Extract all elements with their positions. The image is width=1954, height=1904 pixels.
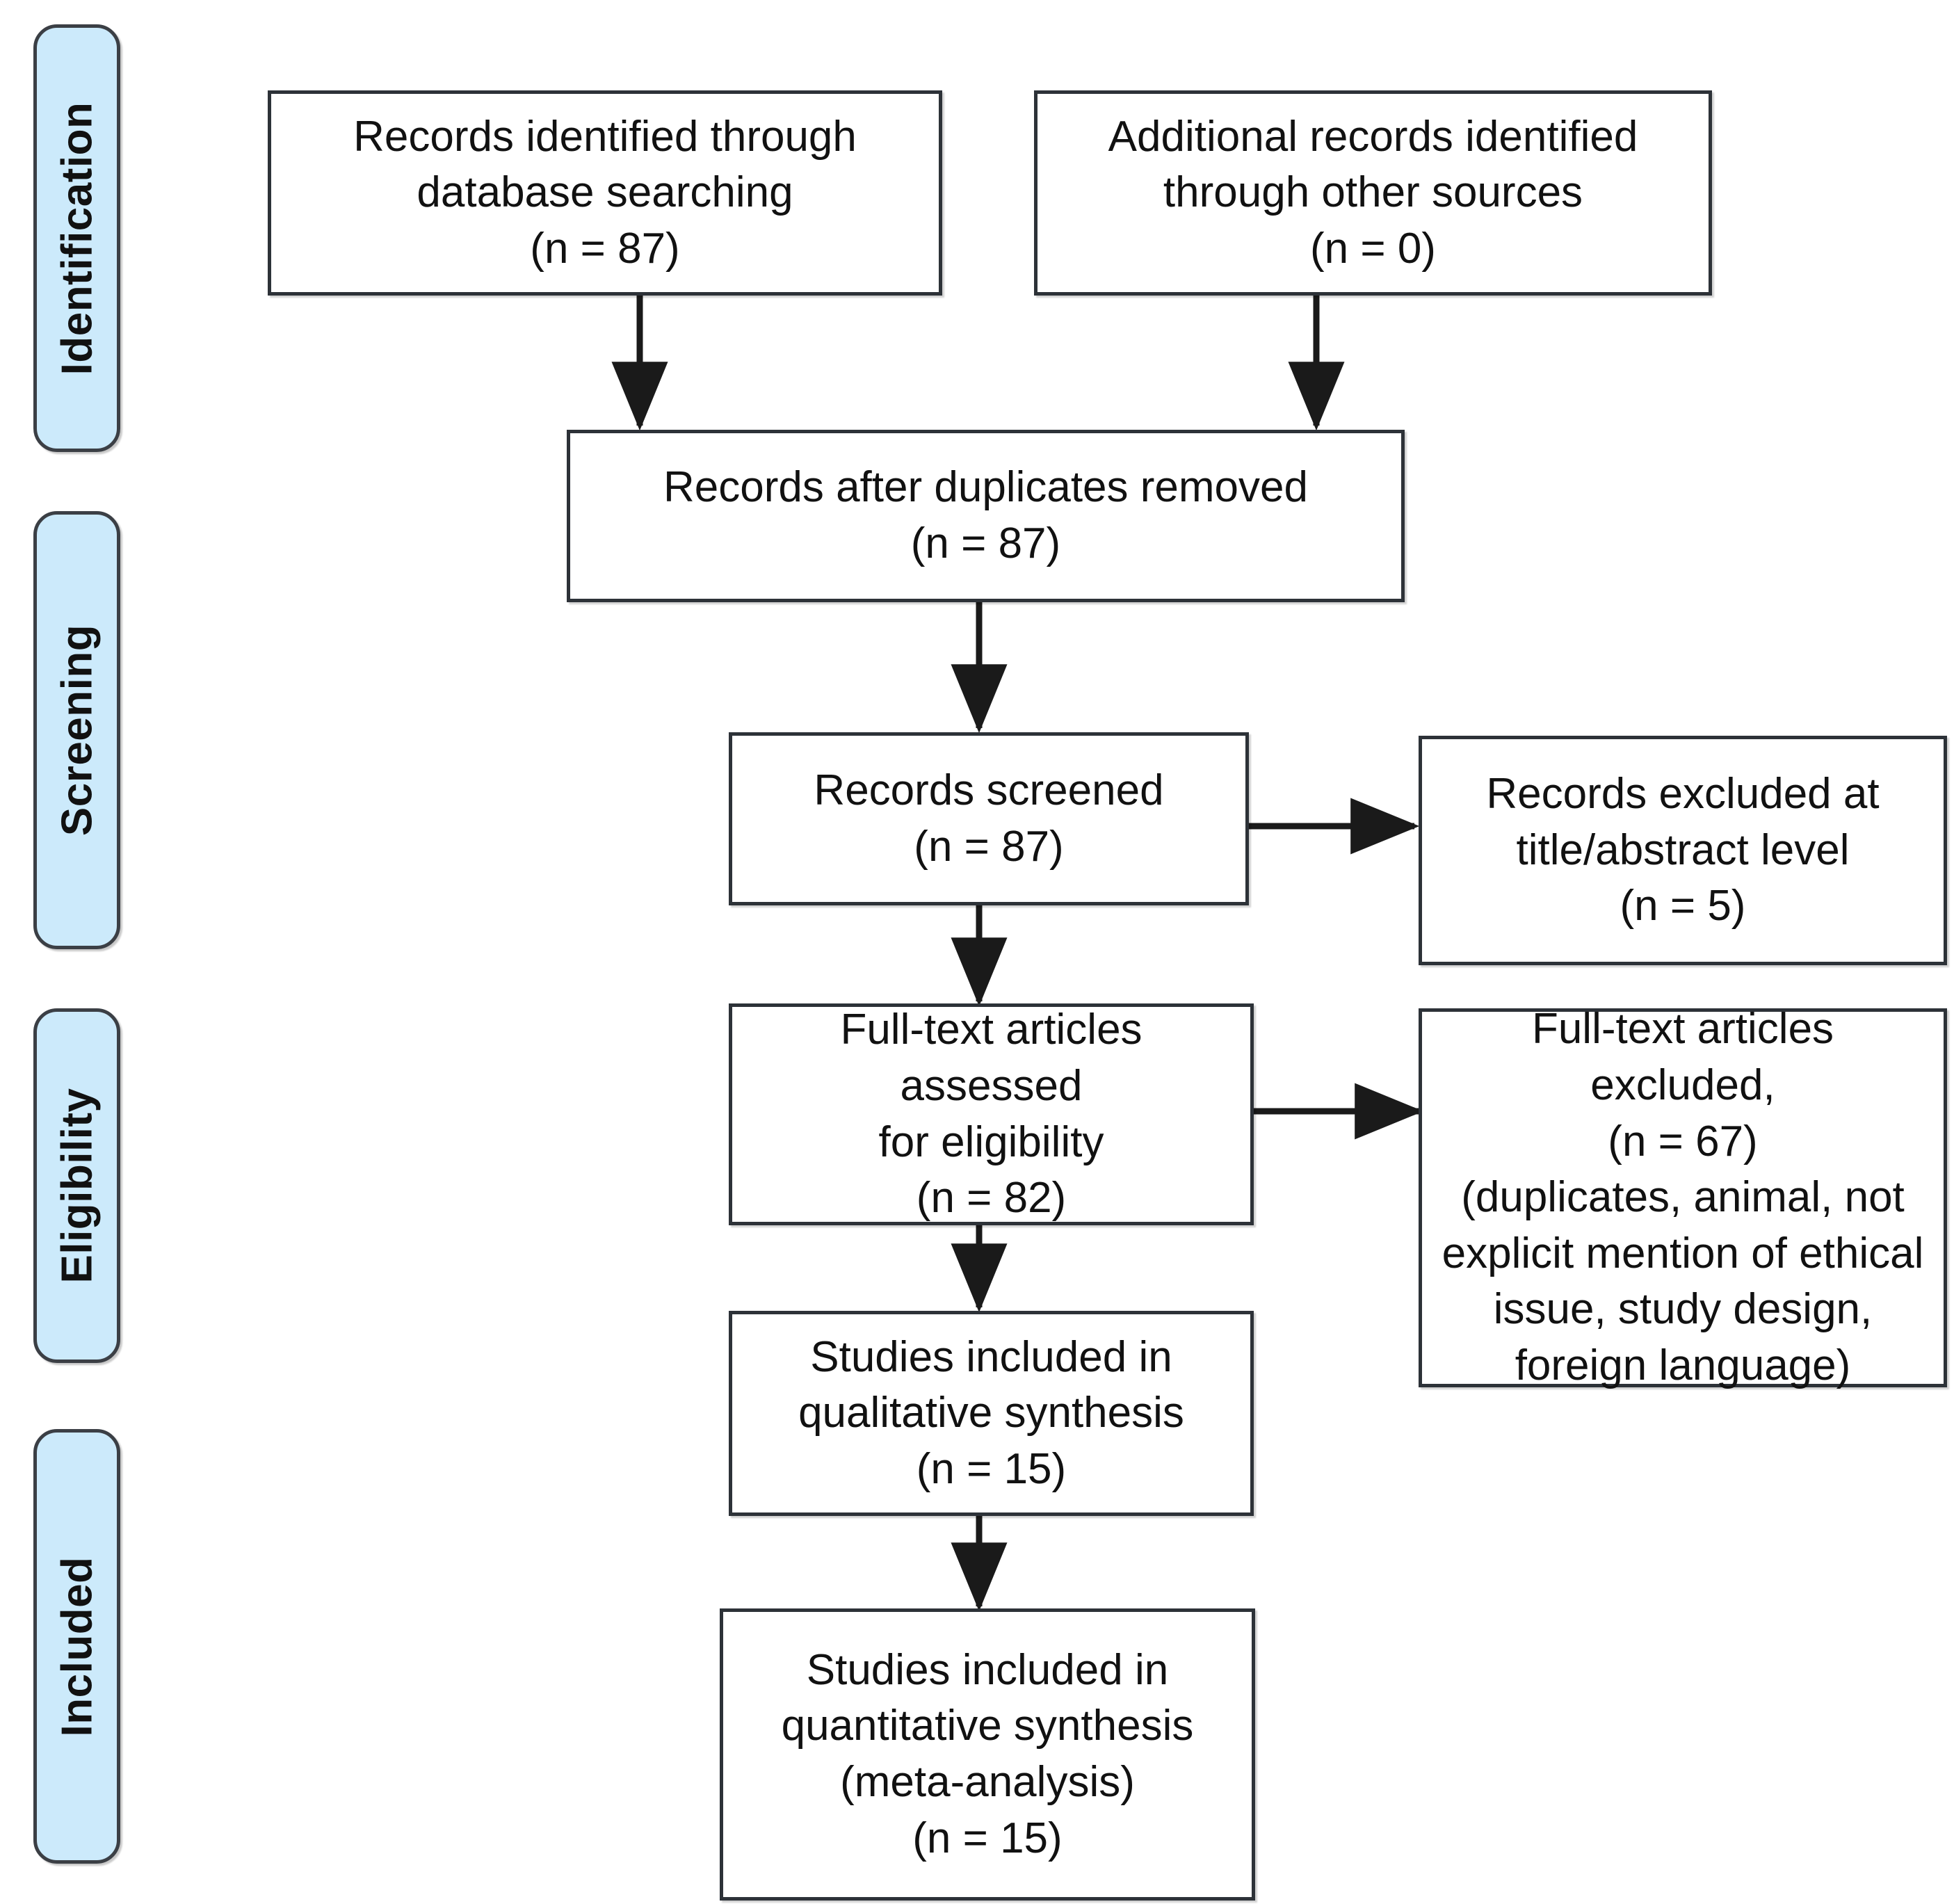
stage-chip-eligibility: Eligibility — [33, 1008, 120, 1363]
box-text-records-identified-database: Records identified through database sear… — [353, 112, 857, 273]
stage-label-eligibility: Eligibility — [53, 1088, 101, 1284]
box-studies-quantitative-synthesis: Studies included in quantitative synthes… — [720, 1608, 1255, 1901]
box-records-screened: Records screened (n = 87) — [729, 732, 1249, 905]
box-text-full-text-excluded: Full-text articles excluded, (n = 67) (d… — [1442, 1005, 1924, 1389]
stage-label-identification: Identification — [53, 102, 101, 375]
box-studies-qualitative-synthesis: Studies included in qualitative synthesi… — [729, 1311, 1254, 1516]
box-text-studies-qualitative-synthesis: Studies included in qualitative synthesi… — [798, 1332, 1184, 1493]
stage-chip-included: Included — [33, 1429, 120, 1864]
box-full-text-assessed-eligibility: Full-text articles assessed for eligibil… — [729, 1003, 1254, 1225]
box-text-full-text-assessed-eligibility: Full-text articles assessed for eligibil… — [840, 1006, 1142, 1223]
stage-chip-identification: Identification — [33, 24, 120, 452]
box-text-records-screened: Records screened (n = 87) — [814, 766, 1164, 871]
stage-label-screening: Screening — [53, 624, 101, 837]
box-records-excluded-title-abstract: Records excluded at title/abstract level… — [1419, 736, 1947, 965]
box-records-after-duplicates-removed: Records after duplicates removed (n = 87… — [567, 430, 1405, 602]
box-records-identified-database: Records identified through database sear… — [268, 90, 942, 296]
box-full-text-excluded: Full-text articles excluded, (n = 67) (d… — [1419, 1005, 1947, 1389]
stage-label-included: Included — [53, 1556, 101, 1736]
box-text-additional-records-other-sources: Additional records identified through ot… — [1108, 112, 1638, 273]
box-text-studies-quantitative-synthesis: Studies included in quantitative synthes… — [781, 1645, 1194, 1862]
stage-chip-screening: Screening — [33, 511, 120, 949]
box-text-records-excluded-title-abstract: Records excluded at title/abstract level… — [1486, 770, 1880, 930]
box-text-records-after-duplicates-removed: Records after duplicates removed (n = 87… — [663, 463, 1308, 567]
box-additional-records-other-sources: Additional records identified through ot… — [1034, 90, 1712, 296]
